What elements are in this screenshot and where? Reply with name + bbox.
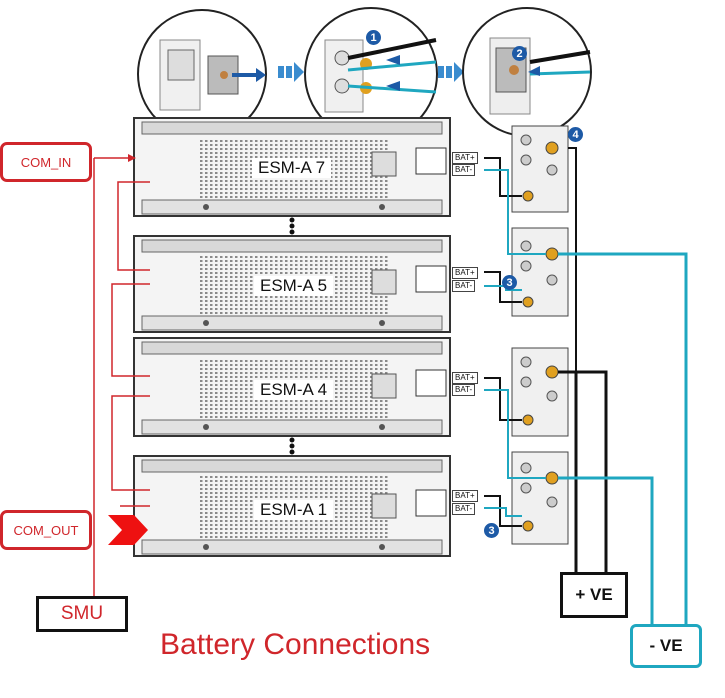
bat-minus-label: BAT- (452, 164, 476, 176)
arrow-right-2 (438, 62, 464, 82)
busbar-boxes (511, 125, 569, 545)
module-name: ESM-A 5 (254, 276, 334, 296)
module-name: ESM-A 4 (254, 380, 334, 400)
step-marker: 2 (512, 46, 527, 61)
bat-plus-label: BAT+ (452, 372, 478, 384)
module-name: ESM-A 1 (254, 500, 334, 520)
detail-circle-3 (462, 7, 592, 137)
positive-ve-label: + VE (560, 572, 628, 618)
continuation-dots (289, 217, 295, 455)
detail-circle-1 (137, 9, 267, 139)
step-marker: 1 (366, 30, 381, 45)
com-out-label: COM_OUT (0, 510, 92, 550)
bat-minus-label: BAT- (452, 280, 476, 292)
main-dc-cables (558, 252, 688, 630)
bat-minus-label: BAT- (452, 384, 476, 396)
bat-plus-label: BAT+ (452, 267, 478, 279)
module-cables (484, 147, 577, 527)
step-marker: 4 (568, 127, 583, 142)
step-marker: 3 (502, 275, 517, 290)
diagram-caption: Battery Connections (160, 628, 431, 661)
smu-label: SMU (36, 596, 128, 632)
bat-plus-label: BAT+ (452, 490, 478, 502)
module-name: ESM-A 7 (252, 158, 332, 178)
arrow-right-1 (278, 62, 304, 82)
detail-circle-2 (304, 7, 438, 141)
step-marker: 3 (484, 523, 499, 538)
battery-module-shells (133, 117, 451, 557)
com-out-arrow (108, 515, 148, 545)
bat-plus-label: BAT+ (452, 152, 478, 164)
bat-minus-label: BAT- (452, 503, 476, 515)
negative-ve-label: - VE (630, 624, 702, 668)
signal-daisy-chain (93, 154, 150, 598)
com-in-label: COM_IN (0, 142, 92, 182)
